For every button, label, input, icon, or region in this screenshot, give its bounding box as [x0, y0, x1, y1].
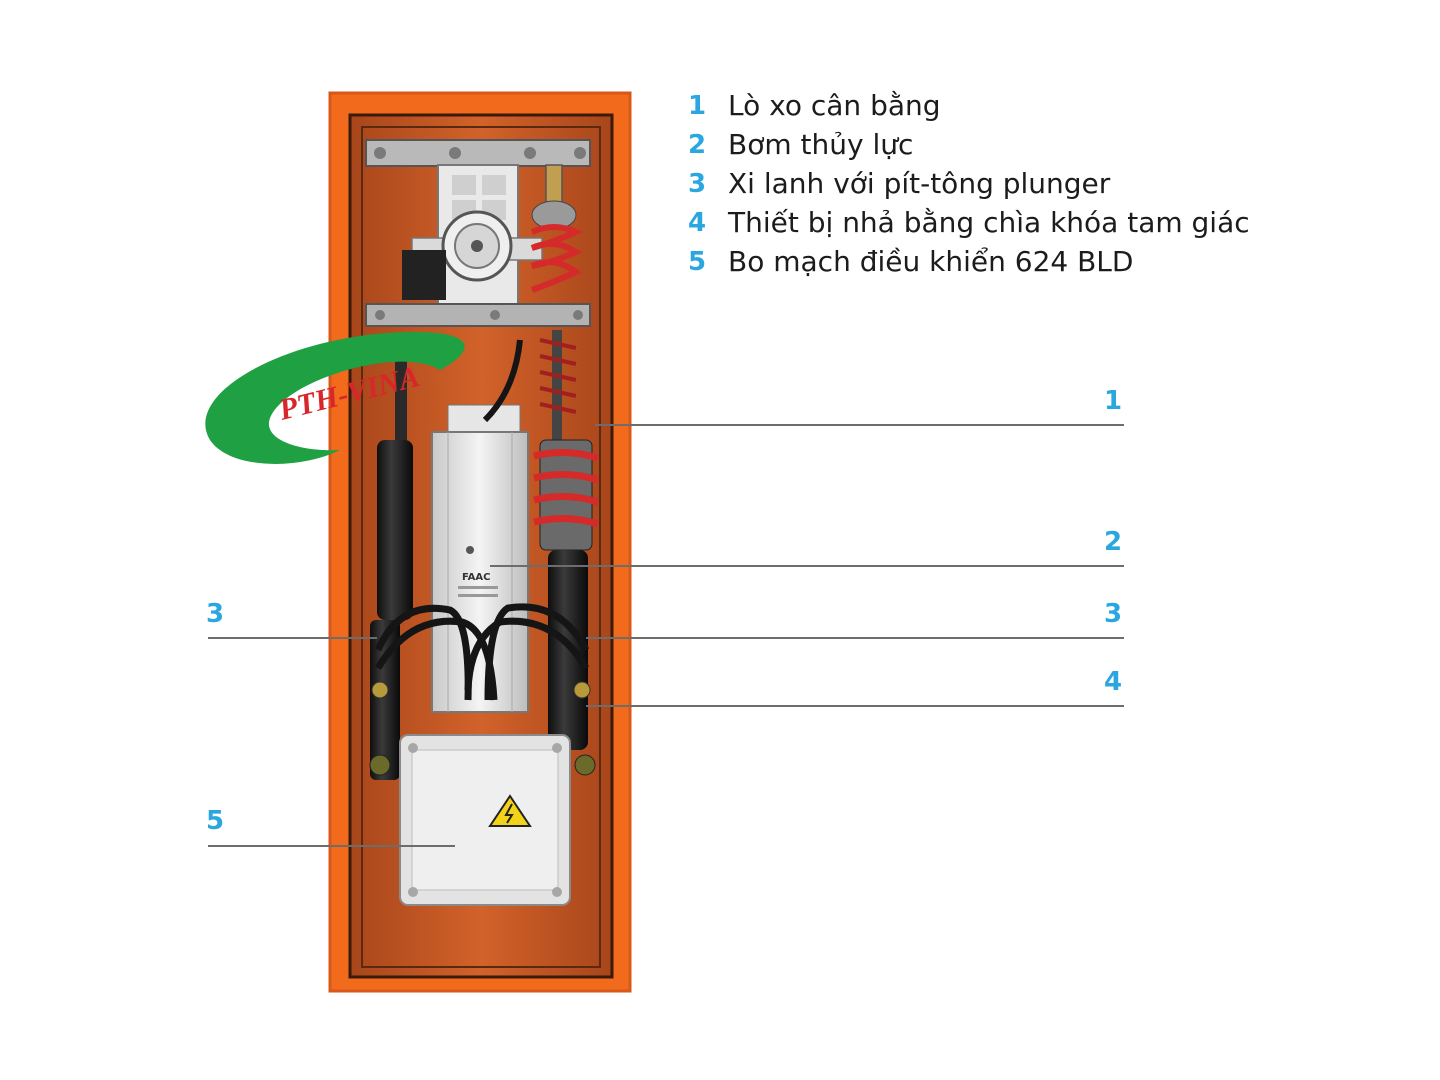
- callout-4: 4: [1104, 667, 1123, 697]
- leader-lines: [208, 424, 1124, 847]
- legend-label: Thiết bị nhả bằng chìa khóa tam giác: [728, 206, 1250, 239]
- legend-label: Lò xo cân bằng: [728, 89, 941, 122]
- legend-label: Bo mạch điều khiển 624 BLD: [728, 245, 1134, 278]
- legend-item-4: 4 Thiết bị nhả bằng chìa khóa tam giác: [688, 203, 1250, 242]
- legend-number: 2: [688, 129, 707, 160]
- mid-bracket: [365, 303, 591, 327]
- legend-item-3: 3 Xi lanh với pít-tông plunger: [688, 164, 1250, 203]
- balance-spring: [530, 164, 600, 551]
- hydraulic-pump: FAAC: [431, 404, 529, 713]
- top-bracket: [365, 139, 591, 167]
- high-voltage-warning-icon: [488, 794, 532, 827]
- legend-item-2: 2 Bơm thủy lực: [688, 125, 1250, 164]
- legend-item-5: 5 Bo mạch điều khiển 624 BLD: [688, 242, 1250, 281]
- control-board-box: [399, 734, 571, 906]
- legend-number: 1: [688, 90, 707, 121]
- pivot-housing: [402, 164, 543, 306]
- legend-label: Bơm thủy lực: [728, 128, 914, 161]
- callout-3-right: 3: [1104, 599, 1123, 629]
- legend-number: 3: [688, 168, 707, 199]
- pump-brand-label: FAAC: [462, 572, 491, 583]
- legend-number: 5: [688, 246, 707, 277]
- callout-5: 5: [206, 806, 225, 836]
- legend-item-1: 1 Lò xo cân bằng: [688, 86, 1250, 125]
- callout-1: 1: [1104, 386, 1123, 416]
- parts-legend: 1 Lò xo cân bằng 2 Bơm thủy lực 3 Xi lan…: [688, 86, 1250, 281]
- right-cylinder: [548, 550, 596, 776]
- callout-3-left: 3: [206, 599, 225, 629]
- legend-label: Xi lanh với pít-tông plunger: [728, 167, 1111, 200]
- left-cylinder: [369, 340, 413, 780]
- hydraulic-hoses: [374, 339, 590, 701]
- callout-2: 2: [1104, 527, 1123, 557]
- legend-number: 4: [688, 207, 707, 238]
